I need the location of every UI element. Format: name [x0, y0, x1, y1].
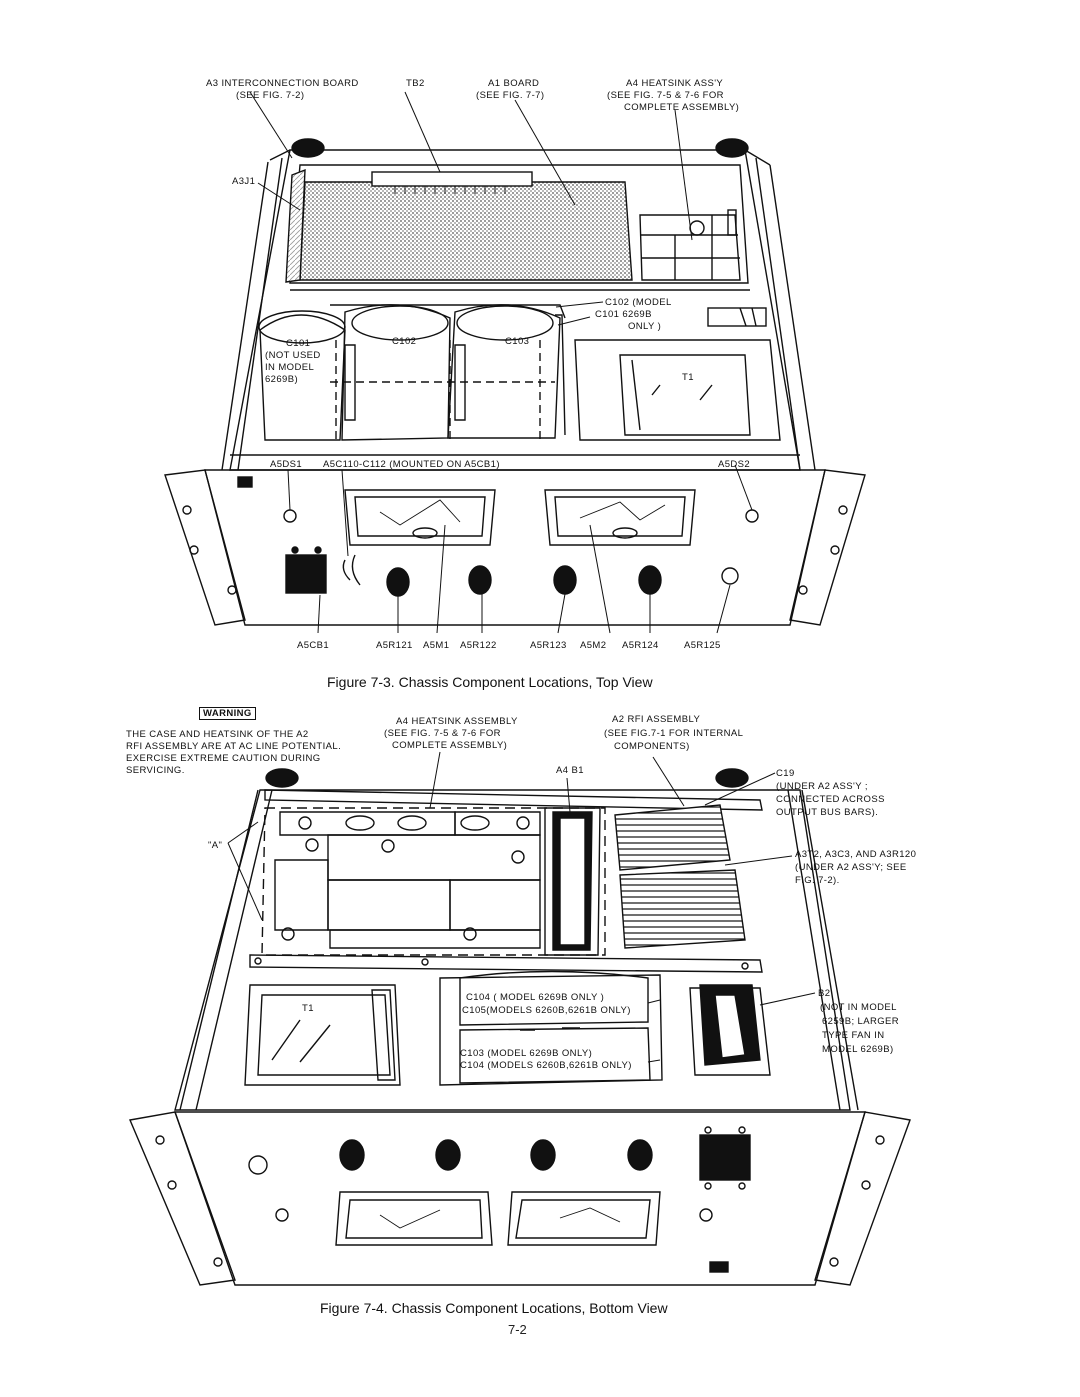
- warning-line-2: RFI ASSEMBLY ARE AT AC LINE POTENTIAL.: [126, 741, 342, 752]
- label-a4-see-fig: (SEE FIG. 7-5 & 7-6 FOR: [607, 90, 724, 101]
- label-c103-model: C103 (MODEL 6269B ONLY): [460, 1048, 593, 1059]
- label-a5r123: A5R123: [530, 640, 567, 651]
- label-a4-heatsink-assembly: A4 HEATSINK ASSEMBLY: [396, 716, 518, 727]
- label-c102-only: ONLY ): [628, 321, 662, 332]
- label-a5ds1: A5DS1: [270, 459, 303, 470]
- label-c104-model: C104 ( MODEL 6269B ONLY ): [466, 992, 605, 1003]
- label-a-mark: "A": [208, 840, 223, 851]
- label-a1-see-fig: (SEE FIG. 7-7): [476, 90, 545, 101]
- label-a5c110-c112: A5C110-C112 (MOUNTED ON A5CB1): [323, 459, 500, 470]
- label-a3t2-under: (UNDER A2 ASS'Y; SEE: [795, 862, 907, 873]
- label-tb2: TB2: [406, 78, 425, 89]
- figure-7-3-drawing: [164, 91, 866, 634]
- label-c101: C101: [286, 338, 311, 349]
- label-c19-bus-bars: OUTPUT BUS BARS).: [776, 807, 879, 818]
- label-a5cb1: A5CB1: [297, 640, 330, 651]
- label-a5m2: A5M2: [580, 640, 607, 651]
- label-c19-connected: CONNECTED ACROSS: [776, 794, 885, 805]
- label-b2-model-6269b: MODEL 6269B): [822, 1044, 894, 1055]
- label-a3t2: A3T2, A3C3, AND A3R120: [795, 849, 917, 860]
- label-c101-not-used: (NOT USED: [265, 350, 321, 361]
- label-c105-models: C105(MODELS 6260B,6261B ONLY): [462, 1005, 631, 1016]
- label-a3j1: A3J1: [232, 176, 256, 187]
- label-c103: C103: [505, 336, 530, 347]
- label-a4-see-fig-bottom: (SEE FIG. 7-5 & 7-6 FOR: [384, 728, 501, 739]
- label-a4-complete-assembly: COMPLETE ASSEMBLY): [624, 102, 740, 113]
- warning-line-3: EXERCISE EXTREME CAUTION DURING: [126, 753, 321, 764]
- label-c101-in-model: IN MODEL: [265, 362, 315, 373]
- label-c101-6269b: 6269B): [265, 374, 299, 385]
- label-c19: C19: [776, 768, 795, 779]
- label-a1-board: A1 BOARD: [488, 78, 540, 89]
- warning-line-1: THE CASE AND HEATSINK OF THE A2: [126, 729, 309, 740]
- page-number: 7-2: [508, 1322, 527, 1337]
- label-a2-components: COMPONENTS): [614, 741, 690, 752]
- label-a4b1: A4 B1: [556, 765, 584, 776]
- label-b2-6259b: 6259B; LARGER: [822, 1016, 900, 1027]
- label-a3-see-fig: (SEE FIG. 7-2): [236, 90, 305, 101]
- label-a5m1: A5M1: [423, 640, 450, 651]
- label-t1-bottom: T1: [302, 1003, 314, 1014]
- label-b2-not-in-model: (NOT IN MODEL: [820, 1002, 897, 1013]
- label-a5r124: A5R124: [622, 640, 659, 651]
- warning-title: WARNING: [199, 707, 256, 720]
- label-a2-see-fig: (SEE FIG.7-1 FOR INTERNAL: [604, 728, 744, 739]
- label-c102-model: C102 (MODEL: [605, 297, 672, 308]
- label-c101-6269b: C101 6269B: [595, 309, 652, 320]
- figure-7-3-caption: Figure 7-3. Chassis Component Locations,…: [327, 674, 653, 690]
- label-c102: C102: [392, 336, 417, 347]
- label-a5r125: A5R125: [684, 640, 721, 651]
- label-a3t2-fig: FIG. 7-2).: [795, 875, 840, 886]
- label-a5ds2: A5DS2: [718, 459, 751, 470]
- figure-7-4-caption: Figure 7-4. Chassis Component Locations,…: [320, 1300, 668, 1316]
- label-a5r121: A5R121: [376, 640, 413, 651]
- label-a3-interconnection-board: A3 INTERCONNECTION BOARD: [206, 78, 359, 89]
- label-a4-complete-assembly-bottom: COMPLETE ASSEMBLY): [392, 740, 508, 751]
- label-b2-type-fan: TYPE FAN IN: [822, 1030, 885, 1041]
- label-a4-heatsink: A4 HEATSINK ASS'Y: [626, 78, 724, 89]
- label-t1-top: T1: [682, 372, 694, 383]
- label-c19-under: (UNDER A2 ASS'Y ;: [776, 781, 868, 792]
- label-b2: B2: [818, 988, 831, 999]
- label-a2-rfi-assembly: A2 RFI ASSEMBLY: [612, 714, 701, 725]
- label-c104-models: C104 (MODELS 6260B,6261B ONLY): [460, 1060, 632, 1071]
- warning-line-4: SERVICING.: [126, 765, 185, 776]
- label-a5r122: A5R122: [460, 640, 497, 651]
